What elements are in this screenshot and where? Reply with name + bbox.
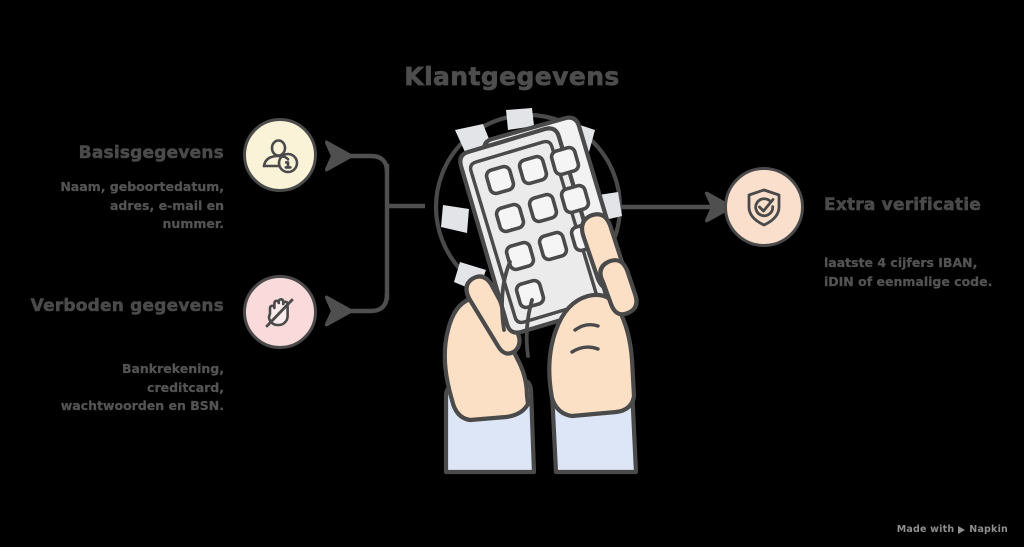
no-hand-icon	[258, 290, 302, 334]
node-badge-verboden-gegevens[interactable]	[243, 275, 317, 349]
watermark-brand: Napkin	[969, 524, 1008, 535]
node-badge-extra-verificatie[interactable]	[724, 167, 804, 247]
node-heading-basisgegevens: Basisgegevens	[78, 143, 224, 164]
node-body-basisgegevens: Naam, geboortedatum, adres, e-mail en nu…	[60, 179, 224, 231]
person-info-icon	[258, 133, 302, 177]
node-body-extra-verificatie: laatste 4 cijfers IBAN, iDIN of eenmalig…	[824, 255, 993, 289]
node-badge-basisgegevens[interactable]	[243, 118, 317, 192]
node-body-verboden-gegevens: Bankrekening, creditcard, wachtwoorden e…	[60, 361, 225, 413]
play-triangle-icon	[958, 525, 966, 534]
node-heading-verboden-gegevens: Verboden gegevens	[30, 296, 224, 317]
watermark: Made with Napkin	[897, 524, 1008, 535]
node-heading-extra-verificatie: Extra verificatie	[824, 195, 981, 216]
shield-check-icon	[741, 184, 787, 230]
watermark-prefix: Made with	[896, 524, 955, 535]
page-title: Klantgegevens	[404, 62, 620, 92]
